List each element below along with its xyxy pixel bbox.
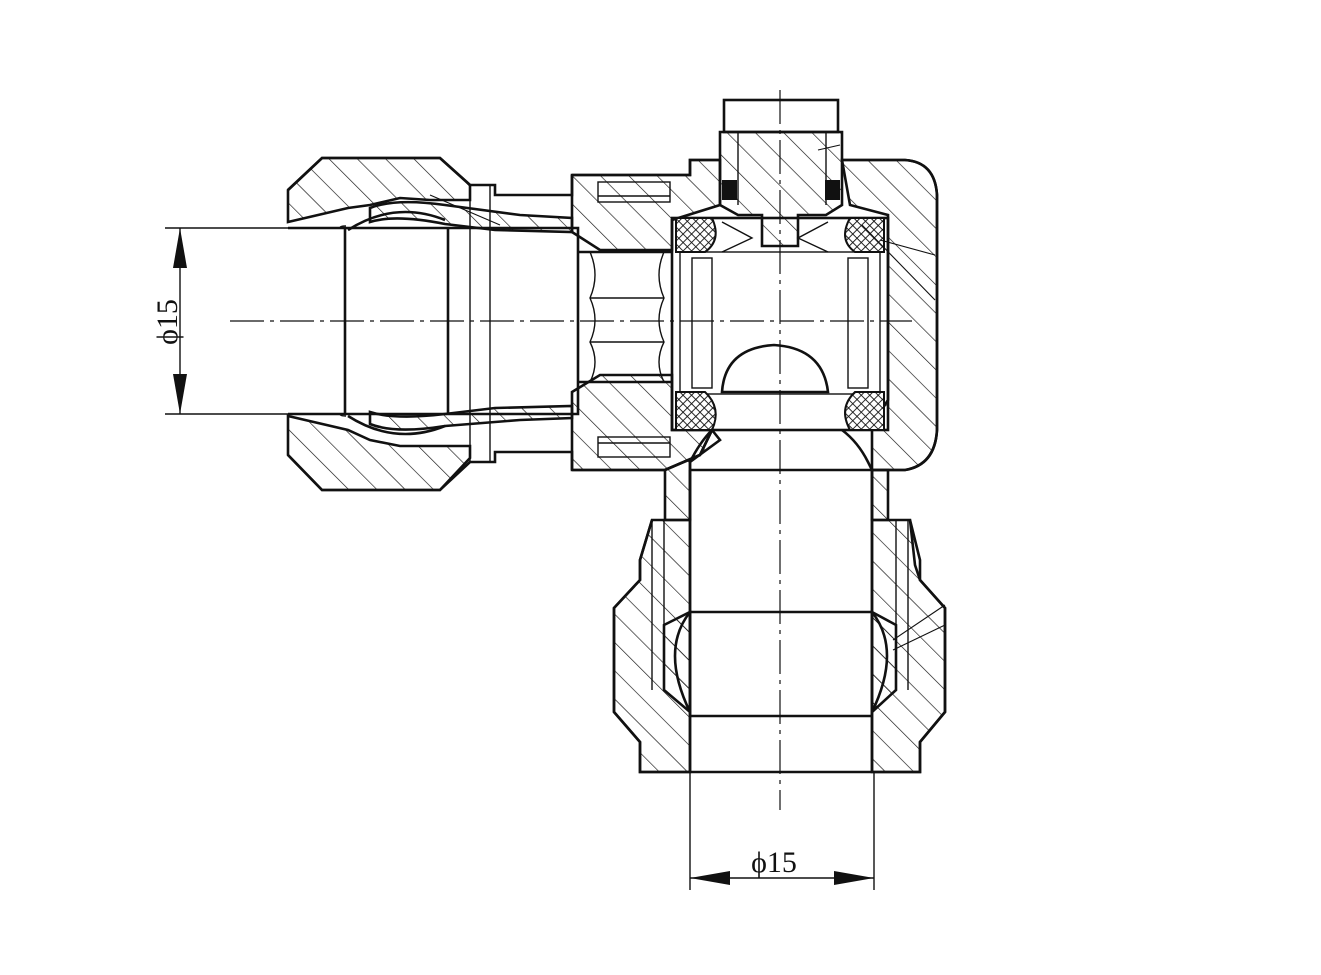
seal-bottom-right (844, 391, 885, 431)
top-plug (718, 98, 844, 248)
lower-ferrule (662, 609, 898, 715)
dimension-arrow-down (173, 374, 187, 414)
left-ferrule (347, 200, 574, 436)
seal-top-left (675, 217, 717, 253)
fitting-body (570, 158, 939, 472)
inner-bore-insert (578, 250, 672, 384)
dimension-arrow-left (690, 871, 730, 885)
center-lines (230, 90, 912, 810)
seal-bottom-left (675, 391, 717, 431)
bottom-diameter-dimension: ϕ15 (689, 772, 875, 890)
dimension-arrow-up (173, 228, 187, 268)
leader-lines (429, 144, 946, 651)
bottom-diameter-label: ϕ15 (751, 846, 797, 879)
seal-top-right (844, 217, 885, 253)
left-diameter-dimension: ϕ15 (151, 227, 288, 415)
lower-pipe (688, 468, 874, 772)
dimension-arrow-right (834, 871, 874, 885)
left-diameter-label: ϕ15 (151, 299, 184, 345)
